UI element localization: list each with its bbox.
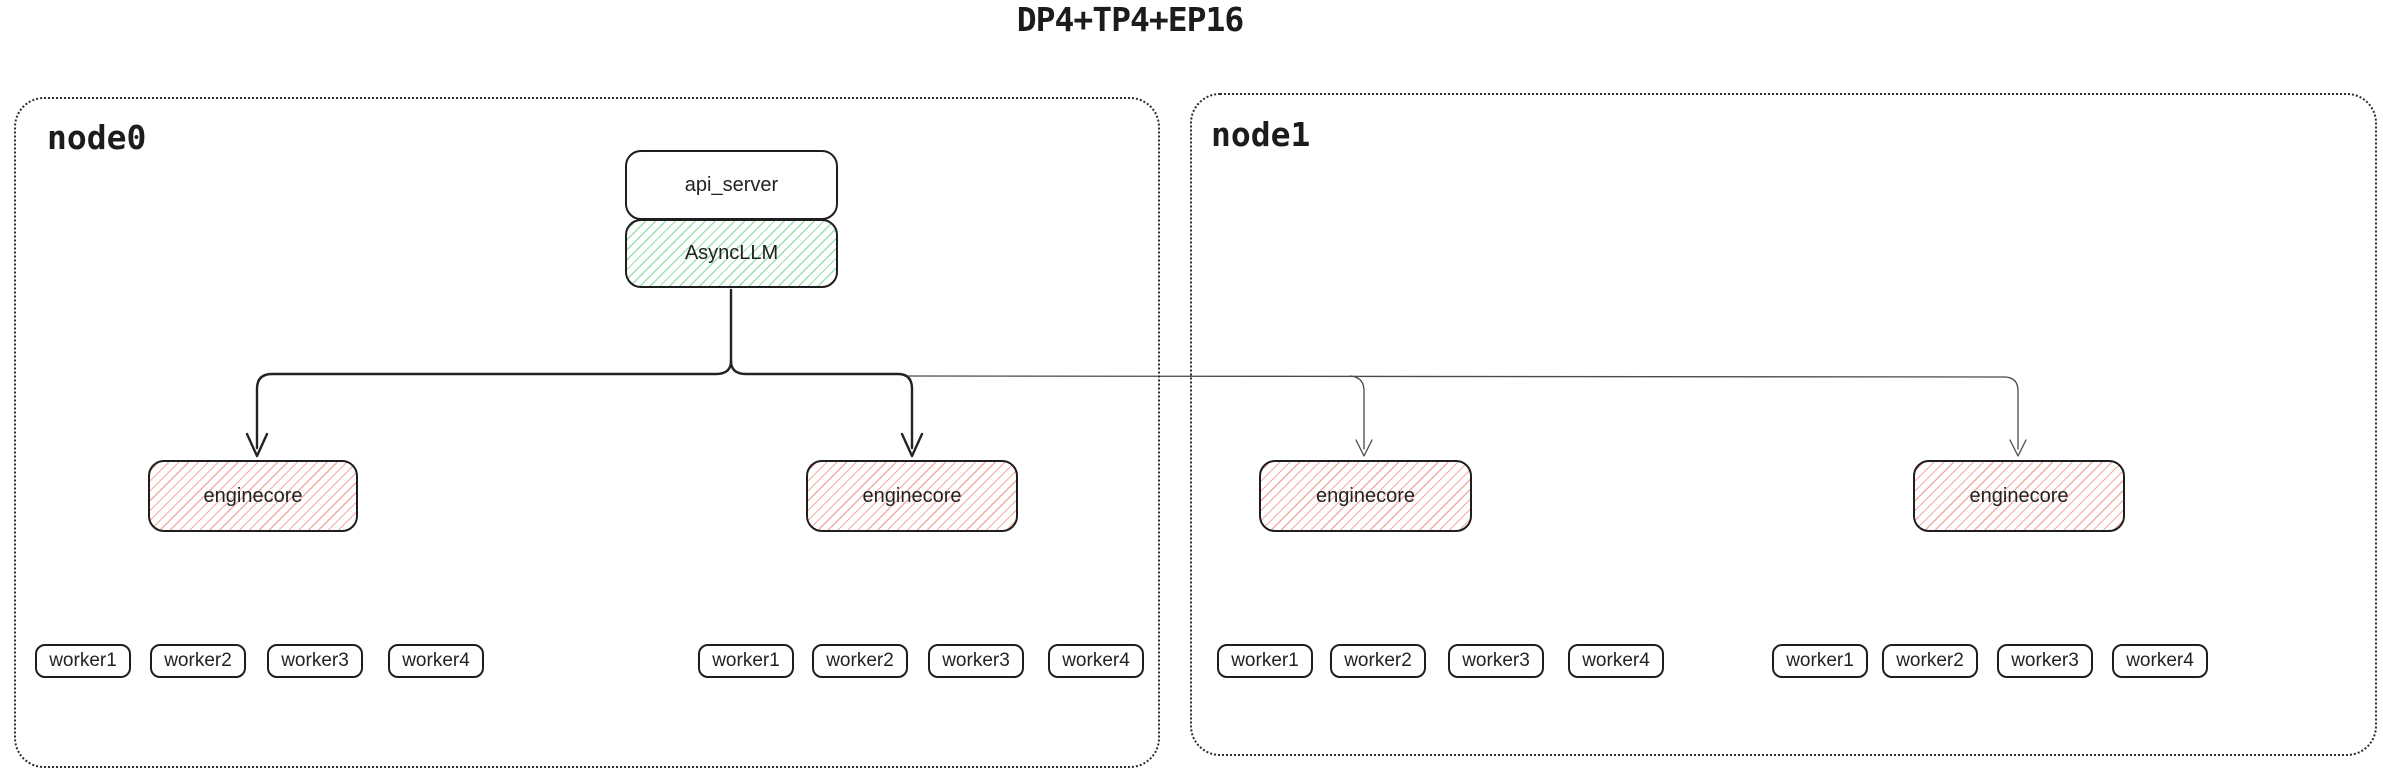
asyncllm-box: AsyncLLM [625,219,838,288]
enginecore-box-4: enginecore [1913,460,2125,532]
worker-label: worker3 [2011,650,2079,671]
worker-label: worker2 [826,650,894,671]
enginecore-label: enginecore [1316,484,1415,507]
node0-label: node0 [47,118,147,157]
node0-container [14,97,1160,768]
worker-box: worker3 [1997,644,2093,678]
worker-box: worker2 [1330,644,1426,678]
worker-label: worker3 [1462,650,1530,671]
worker-label: worker2 [1896,650,1964,671]
worker-label: worker4 [1062,650,1130,671]
worker-box: worker1 [1772,644,1868,678]
worker-box: worker4 [1048,644,1144,678]
worker-label: worker1 [1231,650,1299,671]
worker-box: worker4 [388,644,484,678]
worker-label: worker2 [164,650,232,671]
enginecore-box-2: enginecore [806,460,1018,532]
worker-label: worker3 [281,650,349,671]
worker-label: worker2 [1344,650,1412,671]
worker-label: worker4 [2126,650,2194,671]
worker-box: worker2 [812,644,908,678]
worker-box: worker2 [150,644,246,678]
worker-box: worker1 [1217,644,1313,678]
worker-label: worker4 [1582,650,1650,671]
enginecore-box-3: enginecore [1259,460,1472,532]
worker-box: worker3 [1448,644,1544,678]
worker-label: worker3 [942,650,1010,671]
enginecore-label: enginecore [862,484,962,507]
worker-label: worker1 [1786,650,1854,671]
enginecore-label: enginecore [1969,484,2069,507]
worker-label: worker1 [49,650,117,671]
worker-box: worker3 [267,644,363,678]
worker-label: worker1 [712,650,780,671]
node1-container [1190,93,2377,756]
worker-label: worker4 [402,650,470,671]
worker-box: worker3 [928,644,1024,678]
enginecore-box-1: enginecore [148,460,358,532]
worker-box: worker4 [1568,644,1664,678]
api-server-label: api_server [684,173,779,196]
asyncllm-label: AsyncLLM [684,242,779,264]
worker-box: worker4 [2112,644,2208,678]
enginecore-label: enginecore [203,484,303,507]
worker-box: worker1 [35,644,131,678]
node1-label: node1 [1211,115,1311,154]
worker-box: worker2 [1882,644,1978,678]
api-server-box: api_server [625,150,838,220]
worker-box: worker1 [698,644,794,678]
diagram-title: DP4+TP4+EP16 [1016,0,1244,39]
